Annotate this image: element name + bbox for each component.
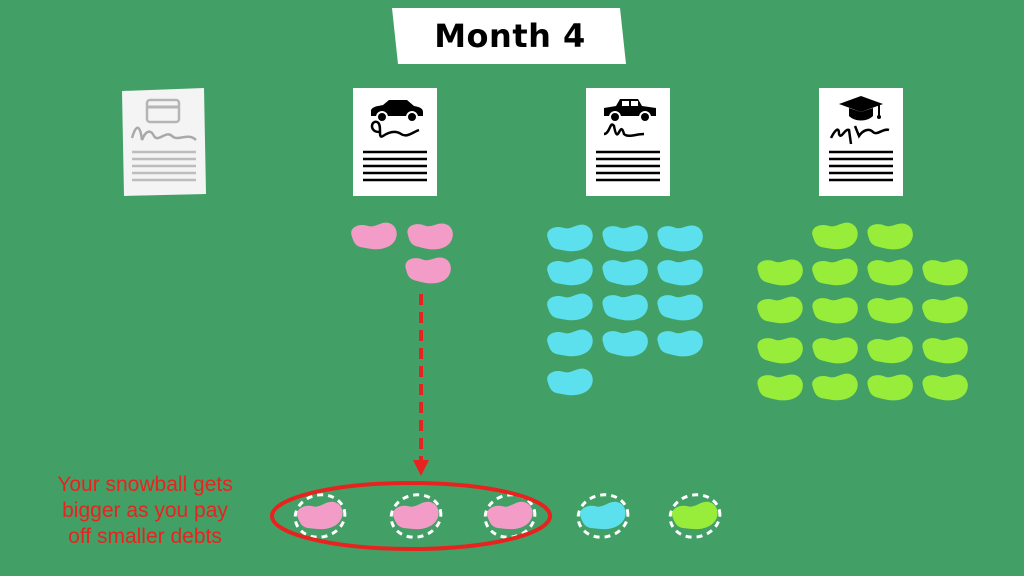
jelly-bean (866, 257, 914, 288)
snowball-payments (293, 493, 722, 539)
jelly-bean (866, 221, 914, 252)
snowball-bean (576, 493, 630, 539)
title-banner (392, 8, 626, 64)
jelly-bean (811, 256, 860, 289)
jelly-bean (546, 256, 595, 289)
jelly-bean (811, 295, 859, 326)
jelly-bean (756, 335, 804, 366)
car-icon (604, 99, 656, 123)
jelly-bean (656, 223, 704, 254)
jelly-bean (866, 334, 915, 367)
debt-document-car-loan-2 (586, 88, 670, 196)
jelly-bean (866, 295, 914, 326)
month-title: Month 4 (434, 17, 586, 55)
jelly-bean (656, 328, 704, 359)
jelly-bean (546, 327, 595, 360)
caption-line: bigger as you pay (62, 499, 228, 522)
jelly-bean (811, 335, 859, 366)
jelly-bean (811, 220, 860, 253)
jelly-bean (921, 372, 969, 403)
jelly-bean (601, 292, 649, 323)
jelly-bean (601, 223, 649, 254)
debt-document-student-loan (819, 88, 903, 196)
jelly-bean (756, 372, 804, 403)
text-lines (829, 150, 893, 182)
graduation-cap-icon (839, 96, 883, 121)
snowball-bean (668, 493, 722, 539)
snowball-bean (389, 493, 443, 539)
snowball-bean (293, 493, 347, 539)
jelly-bean (601, 257, 649, 288)
signature-scribble (130, 126, 197, 141)
jelly-bean (866, 372, 914, 403)
debt-document-car-loan-1 (353, 88, 437, 196)
snowball-highlight-ellipse (270, 481, 552, 551)
jelly-bean (404, 255, 452, 286)
jelly-bean (921, 257, 969, 288)
bean-piles (350, 220, 970, 404)
jelly-bean (921, 294, 970, 327)
jelly-bean (601, 328, 649, 359)
jelly-bean (350, 220, 399, 253)
jelly-bean (546, 366, 595, 399)
signature-scribble (829, 125, 890, 145)
text-lines (132, 150, 196, 182)
jelly-bean (921, 335, 969, 366)
jelly-bean (656, 257, 704, 288)
jelly-bean (656, 292, 704, 323)
transfer-arrow (413, 294, 429, 476)
text-lines (363, 150, 427, 182)
jelly-bean (756, 257, 804, 288)
signature-scribble (603, 123, 645, 138)
debt-document-credit-card (122, 88, 206, 196)
caption: Your snowball gets bigger as you pay off… (20, 472, 270, 550)
caption-line: off smaller debts (68, 525, 222, 548)
jelly-bean (546, 291, 595, 324)
jelly-bean (756, 294, 805, 327)
caption-line: Your snowball gets (57, 473, 233, 496)
jelly-bean (811, 371, 860, 404)
car-icon (371, 100, 423, 123)
text-lines (596, 150, 660, 182)
credit-card-icon (145, 98, 181, 124)
jelly-bean (406, 221, 454, 252)
signature-scribble (370, 120, 420, 138)
jelly-bean (546, 222, 595, 255)
